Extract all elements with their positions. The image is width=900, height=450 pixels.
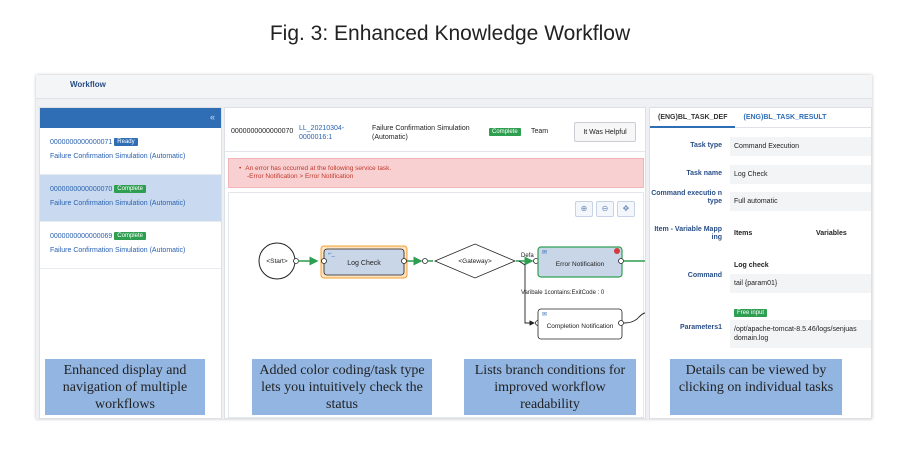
status-badge: Complete <box>114 232 146 240</box>
connector-dot <box>618 258 624 264</box>
workflow-nav-title[interactable]: Workflow <box>70 80 106 89</box>
status-badge: Complete <box>114 185 146 193</box>
workflow-id: 0000000000000071 <box>50 138 113 146</box>
connector-dot <box>618 320 624 326</box>
workflow-list-item-selected[interactable]: 0000000000000070 Complete Failure Confir… <box>40 175 221 222</box>
workflow-name[interactable]: Failure Confirmation Simulation (Automat… <box>50 247 186 254</box>
workflow-diagram-canvas[interactable]: ⊕ ⊖ ✥ <Start> <box>228 192 645 418</box>
completion-notification-label: Completion Notification <box>547 323 614 330</box>
workflow-id: 0000000000000070 <box>50 185 113 193</box>
callout-navigation: Enhanced display and navigation of multi… <box>45 359 205 415</box>
gateway-label: <Gateway> <box>458 258 491 265</box>
mapping-label: Item - Variable Mapp ing <box>654 226 722 241</box>
mapping-variables-header: Variables <box>816 230 847 237</box>
workflow-header: 0000000000000070 LL_20210304-0000016:1 F… <box>225 108 645 152</box>
free-input-badge: Free input <box>734 309 768 317</box>
workflow-title: Failure Confirmation Simulation (Automat… <box>372 125 470 141</box>
mail-icon: ✉ <box>542 250 547 256</box>
exec-type-label: Command executio n type <box>651 190 722 205</box>
conditional-edge <box>518 260 535 326</box>
command-value: tail {param01} <box>730 274 871 293</box>
figure-title: Fig. 3: Enhanced Knowledge Workflow <box>269 22 631 45</box>
callout-color-coding: Added color coding/task type lets you in… <box>252 359 432 415</box>
error-indicator-icon <box>614 248 620 254</box>
tab-task-def[interactable]: (ENG)BL_TASK_DEF <box>650 108 736 128</box>
it-was-helpful-button[interactable]: It Was Helpful <box>574 122 636 142</box>
task-type-icon: ⌐_ <box>328 251 336 257</box>
task-type-label: Task type <box>690 142 722 149</box>
flow-edge <box>623 312 645 324</box>
log-check-label: Log Check <box>347 260 381 267</box>
connector-dot <box>293 258 299 264</box>
connector-dot <box>401 258 407 264</box>
workflow-name[interactable]: Failure Confirmation Simulation (Automat… <box>50 200 186 207</box>
tab-task-result[interactable]: (ENG)BL_TASK_RESULT <box>743 114 827 121</box>
zoom-toolbar: ⊕ ⊖ ✥ <box>575 201 635 217</box>
workflow-list-item[interactable]: 0000000000000069 Complete Failure Confir… <box>40 222 221 269</box>
error-line: -Error Notification > Error Notification <box>247 173 354 180</box>
task-name-row: Task name Log Check <box>650 162 871 184</box>
workflow-id: 0000000000000069 <box>50 232 113 240</box>
collapse-icon[interactable]: « <box>209 112 215 122</box>
default-branch-label: Defa <box>521 253 534 259</box>
status-badge: Ready <box>114 138 138 146</box>
task-type-value: Command Execution <box>730 137 871 156</box>
error-notification-label: Error Notification <box>556 261 605 268</box>
branch-condition-label: Varibale 1contains:ExitCode : 0 <box>521 290 605 296</box>
mapping-row: Item - Variable Mapp ing Items Variables <box>650 222 871 252</box>
task-name-value: Log Check <box>730 165 871 184</box>
mapping-items-header: Items <box>734 230 753 237</box>
gateway-node[interactable] <box>433 243 517 279</box>
detail-tabs: (ENG)BL_TASK_DEF (ENG)BL_TASK_RESULT <box>650 108 871 128</box>
workflow-list-item[interactable]: 0000000000000071 Ready Failure Confirmat… <box>40 128 221 175</box>
team-label: Team <box>531 128 549 135</box>
connector-dot <box>422 258 428 264</box>
flow-diagram: <Start> ⌐_ Log Check <Gateway> Defa <box>258 242 645 340</box>
exec-type-row: Command executio n type Full automatic <box>650 188 871 218</box>
error-line: An error has occurred at the following s… <box>239 165 643 173</box>
callout-branch-conditions: Lists branch conditions for improved wor… <box>464 359 636 415</box>
callout-details: Details can be viewed by clicking on ind… <box>670 359 842 415</box>
workflow-list-header: « <box>40 108 221 128</box>
zoom-in-icon[interactable]: ⊕ <box>575 201 593 217</box>
parameters-label: Parameters1 <box>679 324 722 331</box>
task-type-row: Task type Command Execution <box>650 134 871 156</box>
error-message-box: An error has occurred at the following s… <box>228 158 644 188</box>
workflow-id: 0000000000000070 <box>231 128 294 135</box>
task-name-label: Task name <box>686 170 722 177</box>
status-badge: Complete <box>489 128 521 136</box>
command-row: Command Log check tail {param01} <box>650 258 871 302</box>
command-heading: Log check <box>734 262 769 269</box>
command-label: Command <box>687 272 722 279</box>
top-bar: Workflow <box>36 75 872 99</box>
parameters-row: Free input Parameters1 /opt/apache-tomca… <box>650 306 871 356</box>
workflow-name[interactable]: Failure Confirmation Simulation (Automat… <box>50 153 186 160</box>
connector-dot <box>321 258 327 264</box>
parameters-value: /opt/apache-tomcat-8.5.46/logs/senjuas d… <box>730 320 871 348</box>
exec-type-value: Full automatic <box>730 192 871 211</box>
mail-icon: ✉ <box>542 312 547 318</box>
move-icon[interactable]: ✥ <box>617 201 635 217</box>
knowledge-link[interactable]: LL_20210304-0000016:1 <box>299 125 345 141</box>
start-label: <Start> <box>266 258 288 265</box>
zoom-out-icon[interactable]: ⊖ <box>596 201 614 217</box>
